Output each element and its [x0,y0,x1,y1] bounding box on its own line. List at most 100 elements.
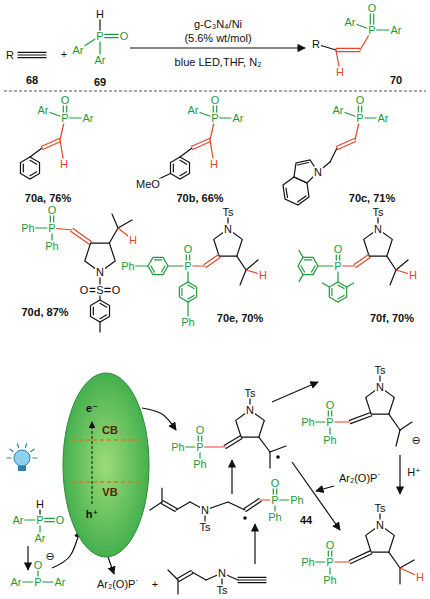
separator-line [4,91,426,92]
atom-label: N [217,568,227,579]
compound-number: 44 [299,515,313,526]
bond-line [173,164,174,172]
bond-line [298,163,309,166]
atom-label: Ar [94,55,107,66]
bond-line [161,488,162,502]
reaction-condition: blue LED,THF, N₂ [174,57,263,68]
reaction-arrow [254,524,255,564]
atom-label: O [55,515,66,526]
atom-label: Ar [332,105,345,116]
atom-label: O [333,244,344,255]
bond-line [299,275,303,282]
atom-label: Ph [20,223,35,234]
light-bulb-icon [14,450,30,466]
atom-label: Ts [372,207,385,218]
bond-line [100,315,107,319]
yield-label: 70d, 87% [20,307,69,318]
bond-line [299,250,303,257]
atom-label: Ar [54,577,67,588]
bond-line [33,457,37,458]
atom-label: O [195,425,206,436]
bond-line [112,214,118,228]
radical-dot [276,455,280,459]
band-line [72,481,140,482]
reaction-condition: (5.6% wt/mol) [183,33,252,44]
atom-label: H [335,67,345,78]
bond-line [99,322,100,332]
bond-line [18,52,46,53]
bond-line [390,270,396,285]
bond-line [177,571,191,579]
compound-number: 69 [93,77,107,88]
atom-label: Ts [374,365,387,376]
bond-line [347,283,354,287]
bond-line [338,285,344,289]
ring-outline [90,300,109,322]
atom-label: P [325,557,334,568]
atom-label: Ph [267,512,282,523]
atom-label: H [59,159,69,170]
atom-label: Ar [12,515,25,526]
bond-line [305,259,312,260]
bond-line [25,444,26,448]
bond-line [387,256,396,270]
reaction-arrow [142,408,176,430]
charge-symbol: ⊖ [44,551,55,562]
atom-label: O [60,95,71,106]
atom-label: O [325,540,336,551]
bond-line [43,142,61,150]
atom-label: P [35,515,44,526]
bond-line [162,266,166,272]
bond-line [270,446,286,452]
bond-line [228,502,245,510]
band-line [72,439,140,440]
ring-outline [298,257,318,274]
light-bulb-icon [18,466,26,471]
reaction-arrow [52,530,80,568]
atom-label: H [408,270,418,281]
atom-label: N [375,382,385,393]
atom-label: P [33,577,42,588]
atom-label: N [223,224,233,235]
bond-line [177,580,178,594]
atom-label: Ph [300,417,315,428]
yield-label: 70e, 70% [216,313,264,324]
compound-number: 68 [25,75,39,86]
bond-line [312,266,316,272]
atom-label: N [373,224,383,235]
bond-line [238,582,266,583]
bond-line [193,142,211,150]
bond-line [336,48,360,49]
bond-line [351,416,372,424]
atom-label: P [355,113,364,124]
atom-label: Ph [289,495,304,506]
atom-label: Ph [322,575,337,586]
atom-label: Ts [374,503,387,514]
bond-line [73,229,92,242]
atom-label: N [95,267,105,278]
bond-line [356,258,370,268]
bond-line [118,220,132,228]
bond-line [286,188,288,198]
atom-label: P [183,261,192,272]
bond-line [180,160,187,164]
bond-line [322,283,329,287]
bond-line [10,449,13,451]
ring-outline [170,157,189,179]
atom-label: P [95,31,104,42]
atom-label: H⁺ [406,467,422,478]
atom-label: O [119,31,130,42]
atom-label: O [47,205,58,216]
bond-line [389,552,400,568]
atom-label: Ph [120,261,135,272]
bond-line [181,289,182,296]
bond-line [30,148,42,157]
atom-label: Ph [180,317,195,328]
bond-line [150,502,162,510]
atom-label: Ph [44,241,59,252]
atom-label: S [95,285,104,296]
ring-outline [148,257,168,274]
atom-label: Ar [377,113,390,124]
photocatalyst-ellipse: CBVBe⁻h⁺ [62,372,150,558]
atom-label: Ar [82,113,95,124]
